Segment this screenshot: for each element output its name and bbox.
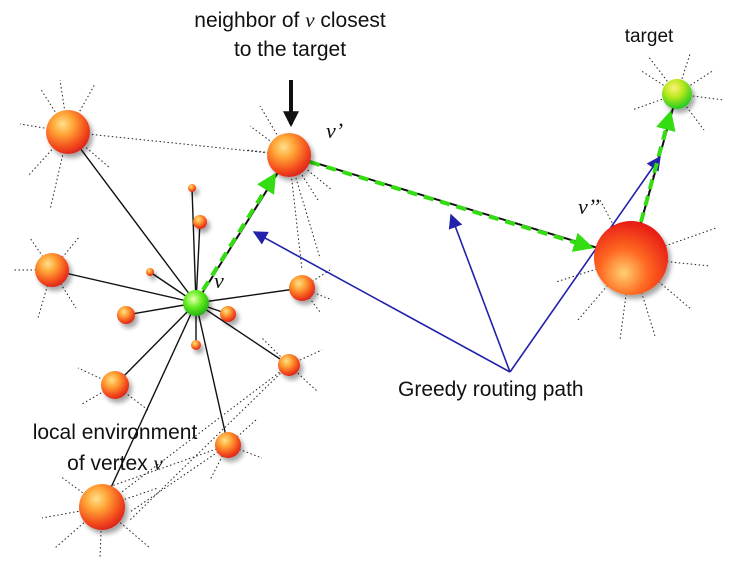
node-right-low	[278, 354, 300, 376]
node-small-a	[193, 215, 207, 229]
node-left	[35, 253, 69, 287]
closest-neighbor-line1: neighbor of v closest	[160, 6, 420, 35]
node-target	[662, 79, 692, 109]
nodes	[35, 79, 692, 530]
node-v-double-prime	[594, 221, 668, 295]
node-left-low	[101, 371, 129, 399]
hop-v-to-vprime	[201, 172, 277, 292]
local-line1: local environment	[32, 421, 198, 444]
closest-neighbor-line2: to the target	[233, 38, 347, 61]
local-text-v: v	[153, 451, 163, 475]
node-small-d	[117, 306, 135, 324]
node-small-b	[188, 184, 196, 192]
greedy-path	[201, 110, 676, 292]
closest-text-a: neighbor of	[194, 9, 306, 32]
node-bottom-left	[79, 484, 125, 530]
v-prime-label: v’	[326, 118, 344, 143]
closest-text-v: v	[305, 8, 315, 32]
node-bottom-mid	[215, 432, 241, 458]
node-spokes	[14, 53, 725, 559]
greedy-path-label: Greedy routing path	[398, 378, 584, 401]
node-small-c	[146, 268, 154, 276]
local-environment-caption: local environment of vertex v	[10, 418, 220, 479]
v-double-prime-label: v’’	[578, 194, 600, 219]
node-small-f	[191, 340, 201, 350]
greedy-path-pointers	[252, 155, 661, 373]
closest-neighbor-caption: neighbor of v closest to the target	[160, 6, 420, 64]
hop-vdoubleprime-to-target	[639, 110, 676, 223]
v-label: v	[214, 268, 224, 293]
local-line2: of vertex v	[10, 448, 220, 479]
node-top-left	[46, 110, 90, 154]
node-v	[183, 290, 209, 316]
node-right-mid	[289, 275, 315, 301]
local-text-a: of vertex	[67, 452, 154, 475]
closest-text-b: closest	[314, 9, 386, 32]
hop-vprime-to-vdoubleprime	[309, 160, 594, 252]
target-label: target	[624, 26, 674, 47]
node-small-e	[220, 306, 236, 322]
node-v-prime	[267, 133, 311, 177]
